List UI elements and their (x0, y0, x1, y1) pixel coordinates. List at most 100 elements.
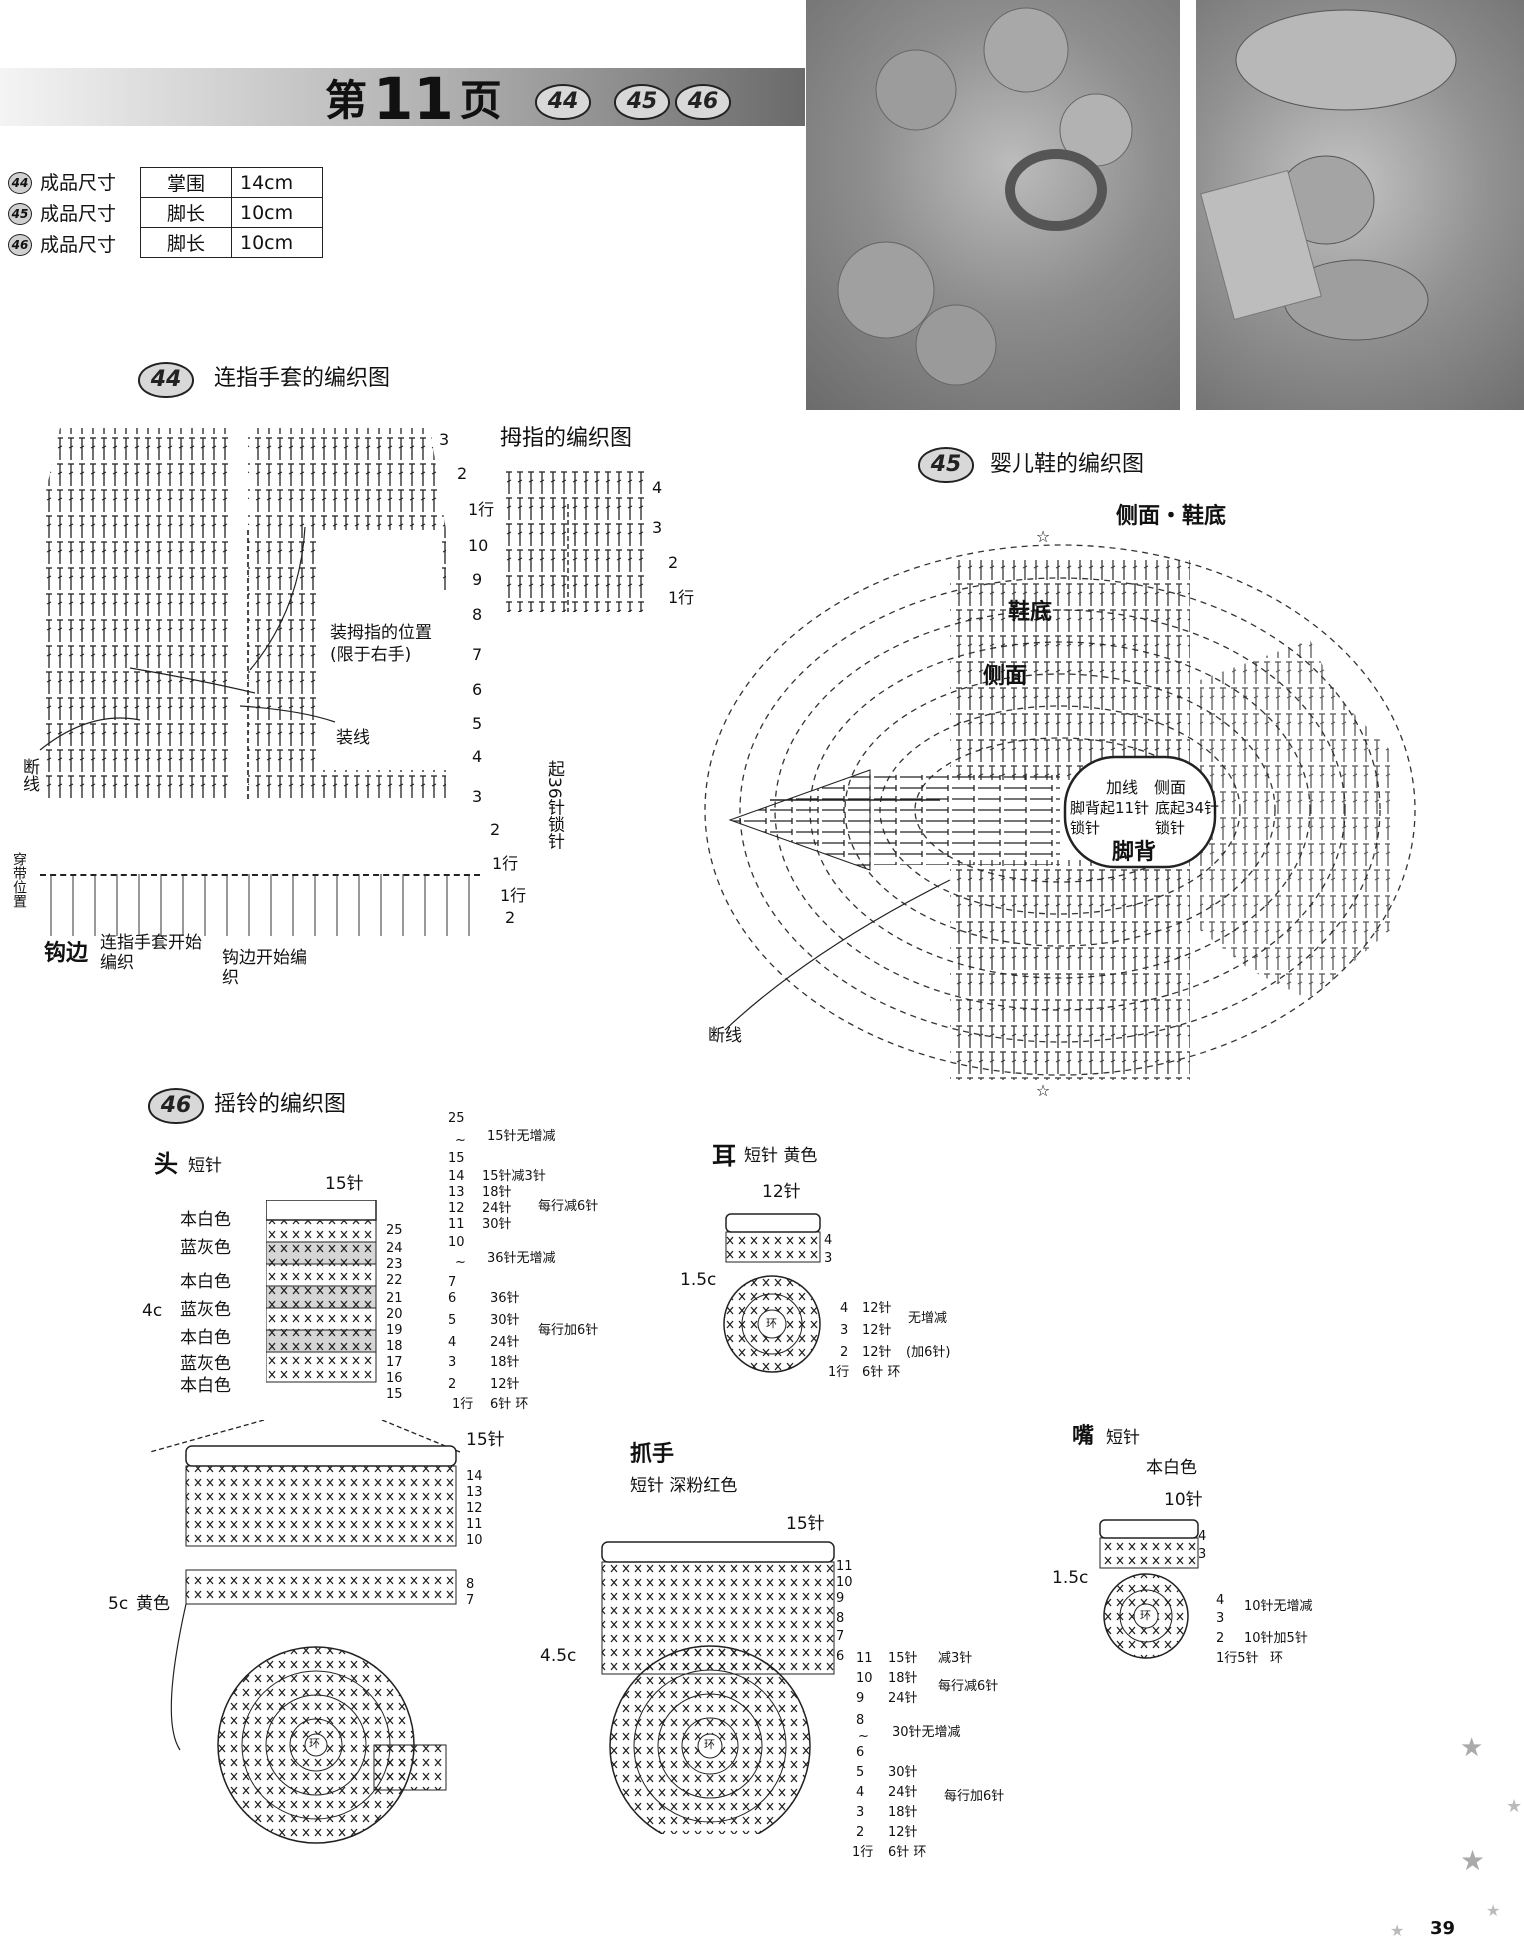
head-t-note: 每行加6针 (538, 1323, 599, 1338)
head-t-row: 4 (448, 1335, 457, 1350)
head-t-note: 36针无增减 (487, 1251, 556, 1266)
mouth-t-row: 2 (1216, 1631, 1225, 1646)
mitten-row: 2 (490, 820, 501, 839)
handle-t-st: 30针 (888, 1765, 918, 1780)
ear-chart (723, 1213, 821, 1373)
ear-ring: 环 (766, 1317, 777, 1330)
head-t-row: 1行 (452, 1397, 474, 1412)
thumb-row: 4 (652, 478, 663, 497)
handle-chart (601, 1541, 835, 1834)
head-t-row: 10 (448, 1235, 465, 1250)
head-t-st: 24针 (490, 1335, 520, 1350)
spec-value: 10cm (231, 227, 323, 258)
handle-t-st: 18针 (888, 1805, 918, 1820)
mouth-height: 1.5c (1052, 1568, 1089, 1588)
handle-t-st: 18针 (888, 1671, 918, 1686)
handle-row: 6 (836, 1649, 845, 1664)
head-color: 蓝灰色 (180, 1238, 231, 1258)
shoe-title: 婴儿鞋的编织图 (990, 452, 1145, 477)
mouth-t-st: 环 (1270, 1651, 1284, 1666)
svg-text:☆: ☆ (1036, 1081, 1050, 1100)
mitten-strap: 穿带位置 (11, 852, 27, 908)
handle-t-row: 9 (856, 1691, 865, 1706)
mitten-edge: 钩边 (44, 941, 89, 966)
page-prefix: 第 (325, 76, 368, 125)
handle-t-row: 2 (856, 1825, 865, 1840)
head-chart (266, 1200, 377, 1383)
decor-stars: ★ ★ ★ ★ ★ (1390, 1733, 1522, 1940)
mitten-row: 5 (472, 714, 483, 733)
ear-t-st: 12针 (862, 1345, 892, 1360)
thumb-row: 3 (652, 518, 663, 537)
mouth-width: 10针 (1164, 1490, 1203, 1510)
mitten-row: 1行 (468, 500, 495, 519)
svg-text:★: ★ (1506, 1796, 1522, 1817)
head-row: 23 (386, 1257, 403, 1272)
mitten-row: 2 (457, 464, 468, 483)
handle-t-note: 每行减6针 (938, 1679, 999, 1694)
head-t-note: 每行减6针 (538, 1199, 599, 1214)
mouth-row: 3 (1198, 1547, 1207, 1562)
head-row2: 11 (466, 1517, 483, 1532)
head-width-2: 15针 (466, 1430, 505, 1450)
header-badge-44: 44 (535, 84, 591, 120)
ear-t-row: 3 (840, 1323, 849, 1338)
spec-item: 掌围 (140, 167, 232, 198)
head-height: 4c (142, 1301, 163, 1321)
mitten-title: 连指手套的编织图 (214, 366, 391, 391)
handle-ring: 环 (704, 1738, 715, 1751)
ear-height: 1.5c (680, 1270, 717, 1290)
mitten-border-row: 2 (505, 908, 516, 927)
head-color: 本白色 (180, 1272, 231, 1292)
mitten-row: 8 (472, 605, 483, 624)
svg-text:☆: ☆ (1036, 530, 1050, 546)
handle-stitch: 短针 深粉红色 (630, 1476, 738, 1496)
head-color: 本白色 (180, 1210, 231, 1230)
mitten-start: 起36针锁针 (544, 760, 564, 850)
ear-t-note: 无增减 (908, 1311, 948, 1326)
spec-row: 脚长 10cm (140, 227, 323, 258)
ear-t-st: 12针 (862, 1301, 892, 1316)
ear-t-st: 12针 (862, 1323, 892, 1338)
rattle-title: 摇铃的编织图 (214, 1092, 347, 1117)
shoe-cut: 断线 (708, 1026, 742, 1046)
ear-t-row: 1行 (828, 1365, 850, 1380)
head-row: 25 (386, 1223, 403, 1238)
page-suffix: 页 (459, 76, 502, 125)
mitten-row: 9 (472, 570, 483, 589)
handle-t-row: 8 (856, 1713, 865, 1728)
head-row2: 12 (466, 1501, 483, 1516)
spec-label-2: 成品尺寸 (40, 203, 117, 225)
handle-t-st: 24针 (888, 1785, 918, 1800)
handle-t-row: ~ (858, 1729, 869, 1744)
head-row: 19 (386, 1323, 403, 1338)
ear-stitch: 短针 黄色 (744, 1146, 818, 1166)
header-band (0, 68, 805, 126)
spec-row: 脚长 10cm (140, 197, 323, 228)
mouth-row: 4 (1198, 1529, 1207, 1544)
spec-item: 脚长 (140, 197, 232, 228)
shoe-instep: 脚背 (1112, 840, 1157, 865)
head-row: 16 (386, 1371, 403, 1386)
mouth-t-row: 1行5针 (1216, 1651, 1259, 1666)
head-t-row: ~ (455, 1133, 466, 1148)
handle-t-st: 15针 (888, 1651, 918, 1666)
handle-t-note: 减3针 (938, 1651, 973, 1666)
mitten-row: 7 (472, 645, 483, 664)
mitten-row: 3 (472, 787, 483, 806)
mitten-edge-band (40, 874, 480, 936)
mouth-chart (1099, 1519, 1199, 1659)
head-row: 24 (386, 1241, 403, 1256)
shoe-side-sole: 侧面・鞋底 (1116, 504, 1227, 529)
head-height-2: 5c (108, 1594, 129, 1614)
header-badge-46: 46 (675, 84, 731, 120)
handle-title: 抓手 (630, 1442, 675, 1467)
page-footer-number: 39 (1430, 1918, 1456, 1939)
shoe-side-2: 侧面 (1154, 778, 1187, 797)
spec-value: 10cm (231, 197, 323, 228)
ear-t-row: 4 (840, 1301, 849, 1316)
handle-t-row: 11 (856, 1651, 873, 1666)
handle-row: 10 (836, 1575, 853, 1590)
head-t-row: 14 (448, 1169, 465, 1184)
head-row2: 13 (466, 1485, 483, 1500)
